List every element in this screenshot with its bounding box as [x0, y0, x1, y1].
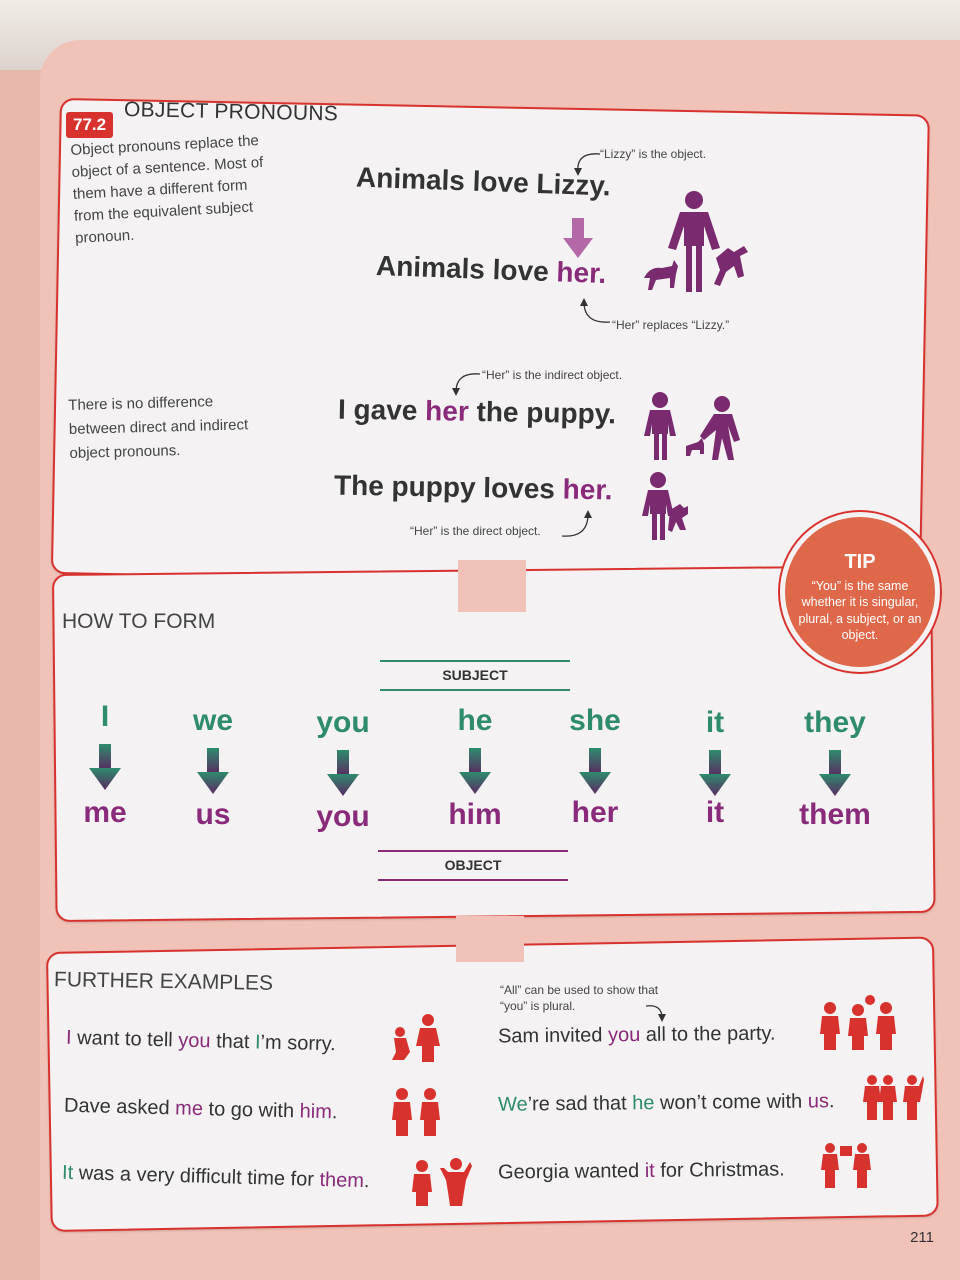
object-bar-top: [378, 850, 568, 852]
subject-bar-top: [380, 660, 570, 662]
example-right-2: We’re sad that he won’t come with us.: [497, 1090, 835, 1116]
all-plural-note: “All” can be used to show that “you” is …: [500, 983, 659, 1013]
connector-2: [456, 916, 524, 962]
indirect-object-note: “Her” is the indirect object.: [482, 368, 623, 382]
subject-pronoun: I: [100, 700, 110, 733]
object-bar-bottom: [378, 879, 568, 881]
group-waving-icon: [863, 1075, 924, 1120]
subject-label: SUBJECT: [442, 667, 508, 683]
example-right-3: Georgia wanted it for Christmas.: [497, 1158, 785, 1184]
object-pronoun: them: [799, 798, 871, 831]
down-arrow-icon: [89, 744, 121, 790]
object-pronoun: us: [195, 798, 231, 831]
section-number: 77.2: [66, 112, 114, 138]
object-pronoun: her: [571, 796, 619, 829]
woman-giving-puppy-icon: [644, 392, 740, 460]
object-label: OBJECT: [444, 857, 502, 873]
note-curve-arrow-1: [574, 153, 601, 176]
down-arrow-icon: [699, 750, 731, 796]
gift-exchange-icon: [821, 1143, 871, 1188]
direct-object-note: “Her” is the direct object.: [410, 524, 541, 538]
two-people-walking-icon: [392, 1088, 440, 1136]
subject-pronoun: it: [705, 706, 725, 739]
how-to-form-heading: HOW TO FORM: [62, 610, 216, 633]
subject-pronoun: she: [569, 704, 621, 737]
tip-text: “You” is the same whether it is singular…: [798, 579, 922, 642]
object-pronoun: me: [83, 796, 127, 829]
sentence-the-puppy-loves-her: The puppy loves her.: [333, 469, 613, 506]
example-right-1: Sam invited you all to the party.: [497, 1022, 776, 1048]
object-pronoun: it: [705, 796, 725, 829]
down-arrow-icon: [197, 748, 229, 794]
note-curve-arrow-3: [452, 373, 481, 396]
party-people-icon: [820, 995, 896, 1050]
intro-text: Object pronouns replace the object of a …: [70, 132, 264, 247]
note-curve-arrow-4: [561, 510, 592, 537]
her-replaces-lizzy-note: “Her” replaces “Lizzy.”: [612, 318, 730, 332]
note-curve-arrow-2: [580, 298, 611, 323]
down-arrow-icon: [819, 750, 851, 796]
down-arrow-icon: [563, 218, 593, 258]
object-pronoun: him: [448, 798, 502, 831]
woman-with-cat-and-dog-icon: [644, 191, 748, 292]
lizzy-object-note: “Lizzy” is the object.: [600, 147, 707, 161]
down-arrow-icon: [579, 748, 611, 794]
object-pronoun: you: [316, 800, 370, 833]
apology-couple-icon: [392, 1014, 440, 1062]
subject-pronoun: he: [457, 704, 493, 737]
further-examples-heading: FURTHER EXAMPLES: [53, 968, 274, 995]
sentence-i-gave-her-the-puppy: I gave her the puppy.: [337, 393, 617, 430]
page-number: 211: [910, 1229, 934, 1246]
subject-pronoun: we: [192, 704, 234, 737]
woman-with-puppy-icon: [642, 472, 688, 540]
subject-pronoun: they: [804, 706, 866, 739]
subject-bar-bottom: [380, 689, 570, 691]
tip-badge: TIP “You” is the same whether it is sing…: [780, 512, 940, 672]
down-arrow-icon: [459, 748, 491, 794]
upset-people-icon: [412, 1158, 472, 1206]
note-curve-arrow-5: [645, 1005, 666, 1022]
tip-title: TIP: [844, 551, 876, 573]
down-arrow-icon: [327, 750, 359, 796]
no-difference-text: There is no difference between direct an…: [68, 393, 249, 462]
subject-pronoun: you: [316, 706, 370, 739]
section-title: OBJECT PRONOUNS: [123, 98, 339, 126]
connector-left-gap: [458, 560, 526, 612]
